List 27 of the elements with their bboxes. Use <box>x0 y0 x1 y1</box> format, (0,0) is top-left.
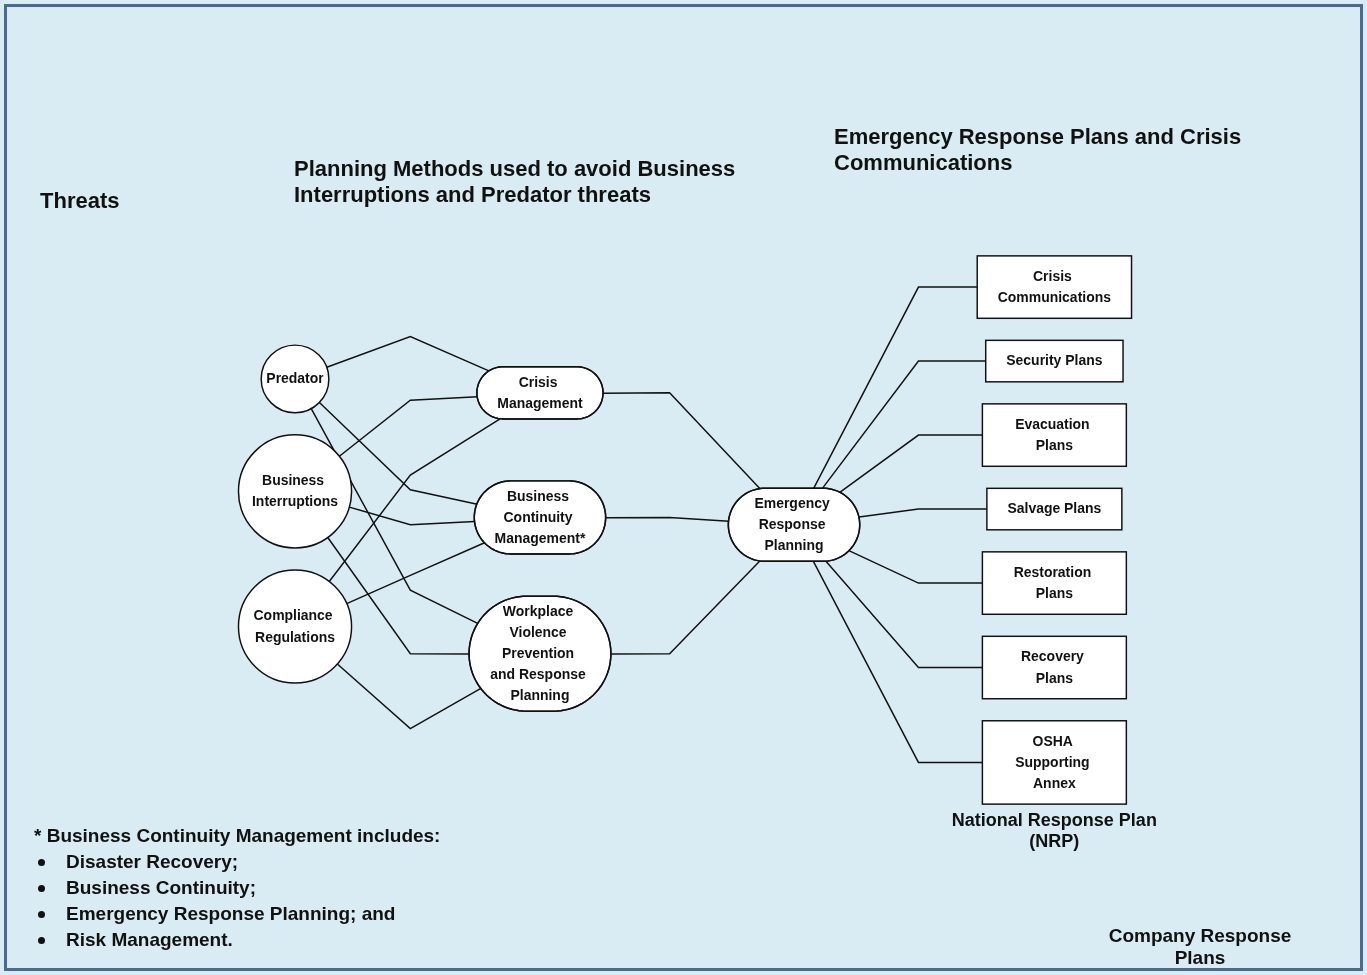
node-box: Crisis Communications <box>976 255 1133 320</box>
section-heading: Emergency Response Plans and Crisis Communications <box>834 124 1243 176</box>
connector <box>318 401 478 506</box>
connector <box>310 407 479 625</box>
node-box: Security Plans <box>985 339 1124 383</box>
column-caption: Company Response Plans <box>1107 925 1293 969</box>
node-box: Recovery Plans <box>981 635 1128 700</box>
connector <box>610 560 761 655</box>
node-circle: Predator <box>260 344 330 414</box>
footnote: * Business Continuity Management includes: <box>34 825 441 847</box>
connector <box>326 335 491 372</box>
bullet-item: Emergency Response Planning; and <box>34 903 396 925</box>
bullet-item: Disaster Recovery; <box>34 851 239 873</box>
node-circle: Compliance Regulations <box>237 569 353 684</box>
node-box: Evacuation Plans <box>981 403 1128 468</box>
node-circle: Business Interruptions <box>237 434 353 549</box>
section-heading: Planning Methods used to avoid Business Interruptions and Predator threats <box>294 156 737 208</box>
node-caption: National Response Plan (NRP) <box>950 810 1158 853</box>
connector <box>328 418 501 583</box>
node-box: OSHA Supporting Annex <box>981 720 1128 805</box>
node-box: Restoration Plans <box>981 551 1128 615</box>
section-heading: Threats <box>40 188 120 214</box>
node-box: Salvage Plans <box>986 487 1123 531</box>
connector <box>336 663 482 730</box>
connector <box>812 286 978 490</box>
bullet-item: Risk Management. <box>34 929 233 951</box>
bullet-item: Business Continuity; <box>34 877 256 899</box>
